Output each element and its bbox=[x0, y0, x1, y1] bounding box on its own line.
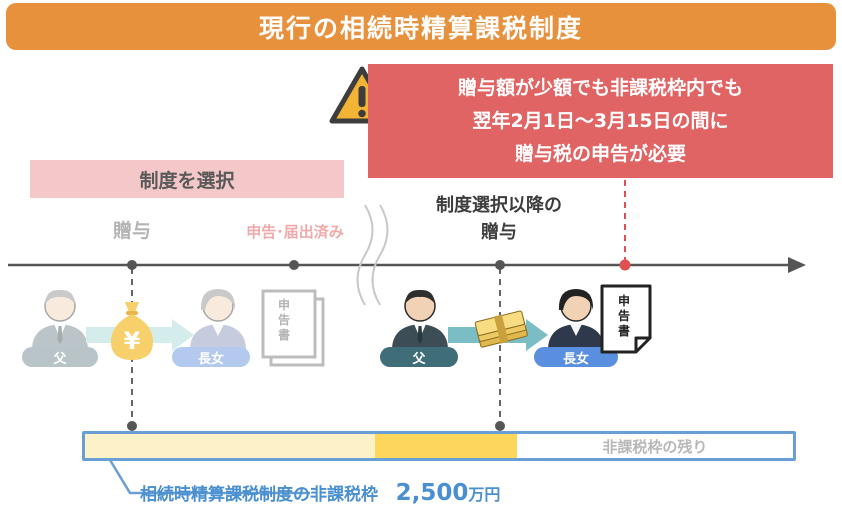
allowance-amount: 2,500 bbox=[395, 480, 469, 506]
after-selection-line-2: 贈与 bbox=[481, 222, 517, 243]
allowance-unit: 万円 bbox=[468, 485, 501, 504]
svg-text:¥: ¥ bbox=[124, 327, 141, 355]
allowance-used-second-segment bbox=[375, 434, 517, 458]
allowance-caption-text: 相続時精算課税制度の非課税枠 bbox=[140, 485, 378, 505]
father-badge-right: 父 bbox=[380, 347, 458, 367]
report-doc-icon-right bbox=[600, 284, 652, 354]
doc-char: 書 bbox=[617, 324, 630, 338]
after-selection-label: 制度選択以降の 贈与 bbox=[405, 192, 593, 246]
bar-dot-left bbox=[127, 421, 137, 431]
warning-line-2: 翌年2月1日〜3月15日の間に bbox=[472, 109, 729, 132]
timeline-arrowhead bbox=[788, 257, 806, 273]
warning-box: 贈与額が少額でも非課税枠内でも 翌年2月1日〜3月15日の間に 贈与税の申告が必… bbox=[368, 64, 833, 178]
doc-char: 申 bbox=[617, 294, 630, 308]
money-bag-yen-icon: ¥ bbox=[111, 302, 153, 360]
event-dot-gift-right bbox=[495, 260, 505, 270]
page-title: 現行の相続時精算課税制度 bbox=[6, 3, 836, 50]
father-icon-right bbox=[392, 289, 448, 350]
report-doc-icon-left bbox=[261, 289, 325, 367]
report-doc-label-right: 申 告 書 bbox=[605, 294, 643, 339]
father-icon-left bbox=[32, 289, 88, 350]
filed-label: 申告･届出済み bbox=[246, 223, 344, 241]
daughter-badge-right: 長女 bbox=[534, 347, 618, 367]
cash-bundle-icon bbox=[474, 310, 528, 348]
doc-char: 告 bbox=[277, 313, 290, 327]
caption-connector bbox=[108, 459, 310, 495]
warning-line-3: 贈与税の申告が必要 bbox=[514, 142, 686, 165]
time-break-wave-1 bbox=[356, 204, 374, 306]
after-selection-line-1: 制度選択以降の bbox=[436, 195, 562, 216]
allowance-caption: 相続時精算課税制度の非課税枠 2,500万円 bbox=[140, 480, 500, 506]
gift-label-left: 贈与 bbox=[112, 220, 151, 242]
bar-dot-right bbox=[495, 421, 505, 431]
daughter-badge-left: 長女 bbox=[172, 347, 250, 367]
warning-line-1: 贈与額が少額でも非課税枠内でも bbox=[457, 76, 743, 99]
report-doc-label-left: 申 告 書 bbox=[263, 298, 305, 343]
choose-system-label: 制度を選択 bbox=[30, 160, 344, 198]
daughter-icon-right bbox=[548, 289, 604, 350]
time-break-wave-2 bbox=[371, 204, 389, 306]
doc-char: 書 bbox=[277, 328, 290, 342]
allowance-bar: 非課税枠の残り bbox=[82, 431, 796, 461]
event-dot-gift-left bbox=[127, 260, 137, 270]
allowance-remaining-label: 非課税枠の残り bbox=[602, 437, 708, 456]
father-badge-left: 父 bbox=[22, 347, 98, 367]
doc-char: 申 bbox=[277, 298, 290, 312]
event-dot-report-deadline bbox=[619, 259, 631, 271]
allowance-used-first-segment bbox=[85, 434, 376, 458]
daughter-icon-left bbox=[190, 289, 246, 350]
doc-char: 告 bbox=[617, 309, 630, 323]
event-dot-filed bbox=[289, 260, 299, 270]
